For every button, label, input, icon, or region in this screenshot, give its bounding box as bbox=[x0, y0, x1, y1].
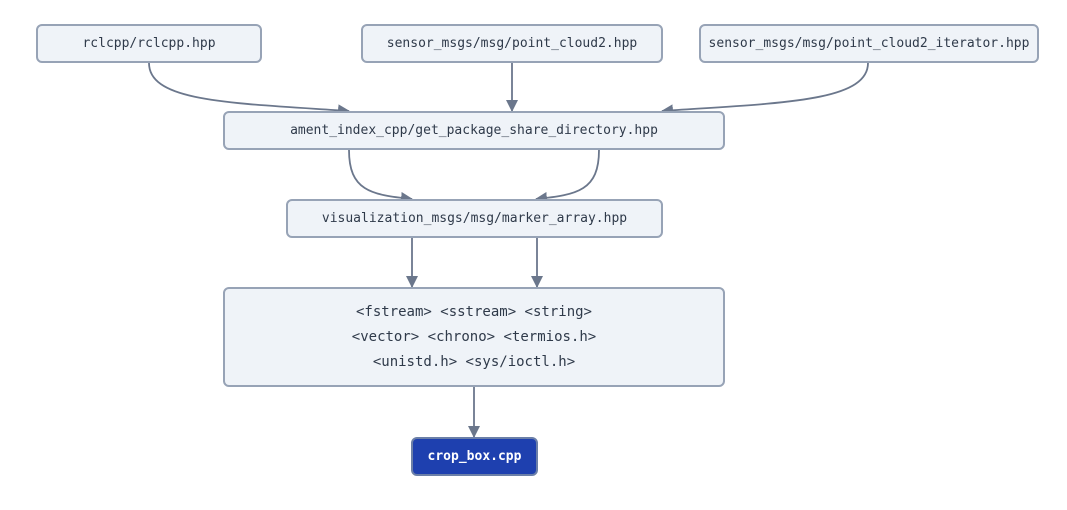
edge-ament-to-marker-array-right bbox=[535, 149, 600, 204]
node-ament-index-header: ament_index_cpp/get_package_share_direct… bbox=[223, 111, 725, 150]
node-point-cloud2-iterator-header: sensor_msgs/msg/point_cloud2_iterator.hp… bbox=[699, 24, 1039, 63]
node-label: rclcpp/rclcpp.hpp bbox=[82, 36, 216, 51]
node-rclcpp-header: rclcpp/rclcpp.hpp bbox=[36, 24, 262, 63]
node-label: crop_box.cpp bbox=[427, 449, 522, 464]
node-label: ament_index_cpp/get_package_share_direct… bbox=[290, 123, 658, 138]
node-marker-array-header: visualization_msgs/msg/marker_array.hpp bbox=[286, 199, 663, 238]
node-label: sensor_msgs/msg/point_cloud2.hpp bbox=[386, 36, 638, 51]
edge-ament-to-marker-array-left bbox=[348, 149, 413, 204]
std-headers-line: <unistd.h> <sys/ioctl.h> bbox=[372, 353, 576, 370]
edge-point-cloud2-iterator-to-ament bbox=[661, 62, 869, 117]
node-standard-headers: <fstream> <sstream> <string> <vector> <c… bbox=[223, 287, 725, 387]
node-point-cloud2-header: sensor_msgs/msg/point_cloud2.hpp bbox=[361, 24, 663, 63]
std-headers-line: <vector> <chrono> <termios.h> bbox=[351, 328, 597, 345]
node-crop-box-source: crop_box.cpp bbox=[411, 437, 538, 476]
edge-rclcpp-to-ament bbox=[148, 62, 350, 117]
node-label: visualization_msgs/msg/marker_array.hpp bbox=[321, 211, 628, 226]
std-headers-line: <fstream> <sstream> <string> bbox=[355, 303, 592, 320]
node-label: sensor_msgs/msg/point_cloud2_iterator.hp… bbox=[708, 36, 1030, 51]
